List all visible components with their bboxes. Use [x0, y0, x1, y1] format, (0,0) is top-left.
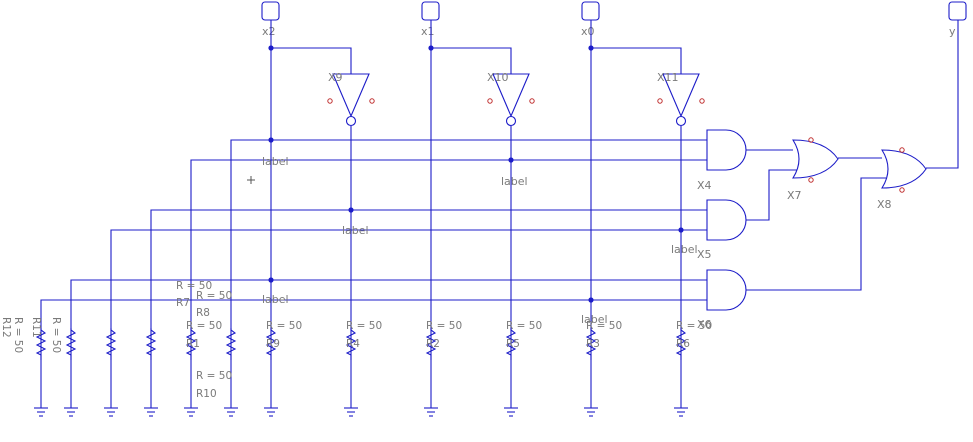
not-gate-x10-label: X10 [487, 71, 509, 84]
port-x2-label: x2 [262, 25, 276, 38]
ground-icon [504, 407, 518, 417]
resistor-r8-name: R8 [196, 307, 210, 319]
and-gate-x5[interactable]: X5 [697, 199, 747, 261]
ground-icon [64, 407, 78, 417]
not-gate-x10[interactable]: X10 [487, 71, 535, 127]
ground-icon [224, 407, 238, 417]
net-label-3: label [342, 224, 369, 237]
resistor-r6-symbol[interactable] [675, 328, 687, 360]
resistor-r12-name: R12 [0, 317, 12, 338]
and-gate-x5-label: X5 [697, 248, 712, 261]
not-gate-x9[interactable]: X9 [327, 71, 375, 127]
ground-icon [674, 407, 688, 417]
resistor-r3-value: R = 50 [586, 320, 622, 332]
resistor-r1-value: R = 50 [186, 320, 222, 332]
resistors [35, 328, 687, 360]
port-x0[interactable]: x0 [581, 1, 600, 38]
ground-icon [34, 407, 48, 417]
net-label-6: label [581, 313, 608, 326]
resistor-r1-symbol[interactable] [185, 328, 197, 360]
resistor-r6-value: R = 50 [676, 320, 712, 332]
and-gate-x6-label: X6 [697, 318, 712, 331]
port-x2[interactable]: x2 [261, 1, 280, 38]
resistor-r9-value: R = 50 [266, 320, 302, 332]
resistor-r10-name: R10 [196, 388, 217, 400]
and-gate-x4[interactable]: X4 [697, 129, 747, 192]
resistor-labels: R = 50 R7 R = 50 R8 R = 50 R1 R = 50 R10… [0, 280, 712, 400]
ground-symbols [34, 407, 688, 417]
and-gate-x6[interactable]: X6 [697, 269, 747, 331]
resistor-r3-name: R3 [586, 338, 600, 350]
resistor-r3-symbol[interactable] [585, 328, 597, 360]
ground-icon [264, 407, 278, 417]
cursor-crosshair-icon [247, 176, 255, 184]
ground-icon [104, 407, 118, 417]
not-gate-x11-label: X11 [657, 71, 679, 84]
resistor-r1-name: R1 [186, 338, 200, 350]
resistor-r7-name: R7 [176, 297, 190, 309]
junctions [268, 45, 684, 303]
ground-icon [424, 407, 438, 417]
or-gate-x7[interactable]: X7 [787, 137, 839, 202]
resistor-r10-value: R = 50 [196, 370, 232, 382]
net-label-2: label [501, 175, 528, 188]
resistor-r5-symbol[interactable] [505, 328, 517, 360]
port-x0-label: x0 [581, 25, 595, 38]
resistor-r8-symbol[interactable] [145, 328, 157, 360]
or-gate-x8[interactable]: X8 [877, 147, 927, 211]
ground-icon [184, 407, 198, 417]
resistor-r12-symbol[interactable] [35, 328, 47, 360]
ground-icon [584, 407, 598, 417]
resistor-r7-value: R = 50 [176, 280, 212, 292]
resistor-r2-value: R = 50 [426, 320, 462, 332]
or-gate-x8-label: X8 [877, 198, 892, 211]
port-y[interactable]: y [948, 1, 967, 38]
port-x1[interactable]: x1 [421, 1, 440, 38]
resistor-r6-name: R6 [676, 338, 690, 350]
resistor-r11-symbol[interactable] [65, 328, 77, 360]
resistor-r4-value: R = 50 [346, 320, 382, 332]
resistor-r4-symbol[interactable] [345, 328, 357, 360]
net-label-5: label [262, 293, 289, 306]
resistor-r11-name: R11 [30, 317, 42, 338]
resistor-r7-symbol[interactable] [105, 328, 117, 360]
not-gate-x9-label: X9 [328, 71, 343, 84]
resistor-r9-symbol[interactable] [265, 328, 277, 360]
resistor-r4-name: R4 [346, 338, 360, 350]
port-x1-label: x1 [421, 25, 435, 38]
resistor-r9-name: R9 [266, 338, 280, 350]
port-y-label: y [949, 25, 956, 38]
ground-icon [144, 407, 158, 417]
and-gate-x4-label: X4 [697, 179, 712, 192]
resistor-r5-name: R5 [506, 338, 520, 350]
resistor-r11-value: R = 50 [50, 317, 62, 353]
net-label-4: label [671, 243, 698, 256]
resistor-r8-value: R = 50 [196, 290, 232, 302]
resistor-r5-value: R = 50 [506, 320, 542, 332]
wires [40, 20, 959, 408]
or-gate-x7-label: X7 [787, 189, 802, 202]
not-gate-x11[interactable]: X11 [657, 71, 705, 127]
ground-icon [344, 407, 358, 417]
resistor-r12-value: R = 50 [12, 317, 24, 353]
resistor-r10-symbol[interactable] [225, 328, 237, 360]
resistor-r2-name: R2 [426, 338, 440, 350]
resistor-r2-symbol[interactable] [425, 328, 437, 360]
net-label-1: label [262, 155, 289, 168]
